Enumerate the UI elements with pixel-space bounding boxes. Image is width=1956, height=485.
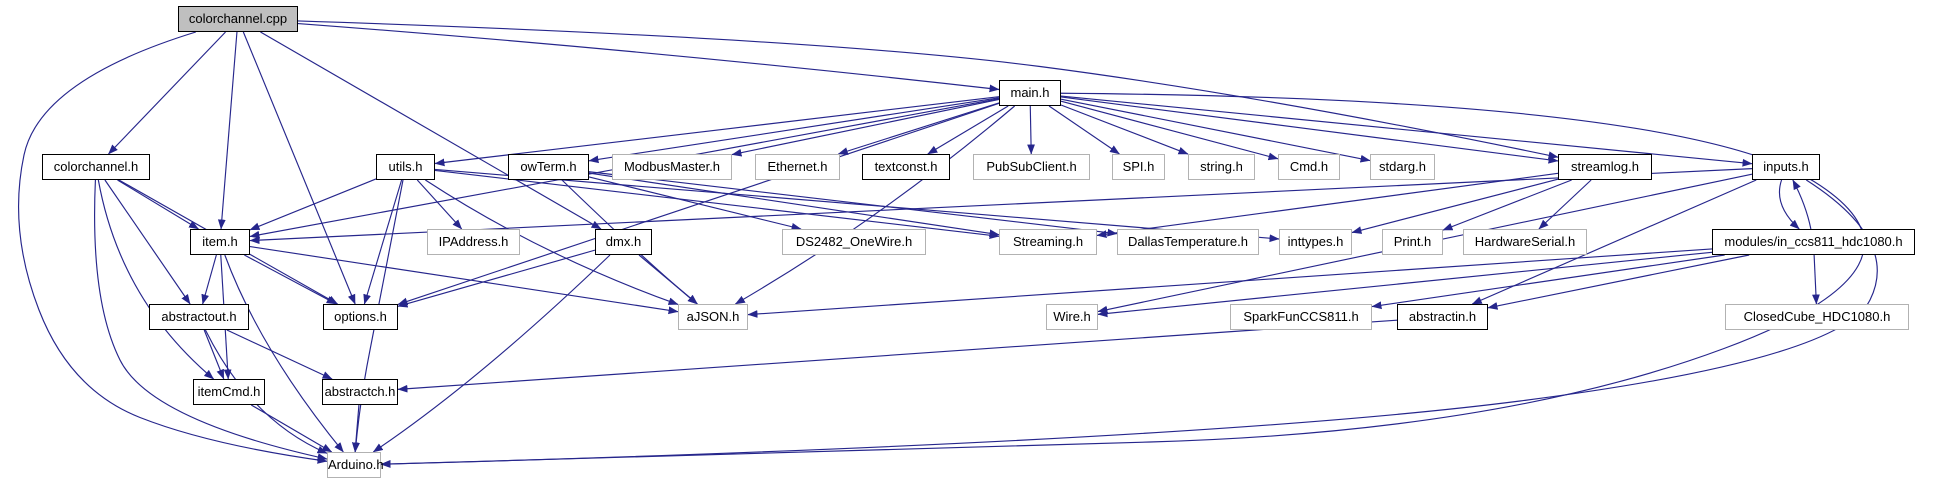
- graph-node-dmx[interactable]: dmx.h: [595, 229, 652, 255]
- edge-abstractout-to-abstractch: [226, 329, 333, 380]
- edge-main-to-modbusmaster: [731, 98, 1000, 157]
- graph-node-colorchannel_cpp: colorchannel.cpp: [178, 6, 298, 32]
- graph-node-inputs[interactable]: inputs.h: [1752, 154, 1820, 180]
- graph-node-ipaddress: IPAddress.h: [427, 229, 520, 255]
- edge-modules_ccs811-to-sparkfun: [1371, 254, 1725, 310]
- edge-dmx-to-options: [397, 249, 596, 308]
- edge-inputs-to-arduino: [380, 179, 1878, 468]
- edge-item-to-abstractout: [201, 254, 217, 305]
- edge-owterm-to-dallas: [588, 171, 1118, 237]
- edge-colorchannel_h-to-item: [117, 179, 199, 230]
- graph-node-cmd: Cmd.h: [1278, 154, 1340, 180]
- graph-node-owterm[interactable]: owTerm.h: [508, 154, 589, 180]
- edge-main-to-string: [1060, 104, 1189, 155]
- edge-owterm-to-streaming: [588, 172, 1000, 238]
- graph-node-textconst[interactable]: textconst.h: [862, 154, 950, 180]
- edge-abstractch-to-arduino: [351, 404, 360, 453]
- edge-streamlog-to-print: [1442, 179, 1572, 231]
- graph-node-main[interactable]: main.h: [999, 80, 1061, 106]
- edge-utils-to-inttypes: [434, 168, 1280, 243]
- graph-node-colorchannel_h[interactable]: colorchannel.h: [42, 154, 150, 180]
- edge-main-to-spi: [1048, 105, 1120, 155]
- edge-colorchannel_cpp-to-streamlog: [297, 20, 1559, 160]
- edge-colorchannel_cpp-to-options: [242, 31, 356, 305]
- graph-node-item[interactable]: item.h: [190, 229, 250, 255]
- edge-main-to-textconst: [927, 105, 1009, 155]
- graph-node-utils[interactable]: utils.h: [376, 154, 435, 180]
- graph-node-spi: SPI.h: [1112, 154, 1165, 180]
- edge-itemcmd-to-arduino: [250, 404, 333, 453]
- edge-item-to-arduino: [224, 254, 344, 453]
- graph-node-closedcube: ClosedCube_HDC1080.h: [1725, 304, 1909, 330]
- edge-owterm-to-ds2482: [588, 176, 802, 231]
- graph-node-arduino: Arduino.h: [327, 452, 384, 478]
- graph-node-ajson: aJSON.h: [678, 304, 748, 330]
- edge-streamlog-to-streaming: [1096, 172, 1559, 238]
- edge-colorchannel_h-to-arduino: [94, 179, 328, 461]
- edge-modules_ccs811-to-closedcube: [1812, 254, 1820, 305]
- edge-colorchannel_cpp-to-main: [297, 22, 1000, 93]
- graph-node-modules_ccs811[interactable]: modules/in_ccs811_hdc1080.h: [1712, 229, 1915, 255]
- graph-node-modbusmaster: ModbusMaster.h: [612, 154, 732, 180]
- edge-utils-to-options: [363, 179, 403, 305]
- graph-node-string: string.h: [1188, 154, 1255, 180]
- edge-main-to-inputs: [1060, 95, 1753, 167]
- edge-colorchannel_cpp-to-arduino: [18, 31, 328, 464]
- graph-node-streaming: Streaming.h: [999, 229, 1097, 255]
- edge-abstractin-to-abstractch: [397, 319, 1398, 393]
- edge-colorchannel_cpp-to-item: [217, 31, 238, 230]
- graph-node-abstractch[interactable]: abstractch.h: [322, 379, 398, 405]
- edge-item-to-options: [244, 254, 337, 305]
- edge-main-to-ethernet: [837, 102, 1000, 155]
- graph-node-inttypes: inttypes.h: [1279, 229, 1352, 255]
- edge-abstractout-to-arduino: [204, 329, 328, 454]
- graph-node-options[interactable]: options.h: [323, 304, 398, 330]
- edge-modules_ccs811-to-inputs: [1792, 179, 1812, 230]
- edge-colorchannel_h-to-itemcmd: [97, 179, 214, 380]
- edge-main-to-cmd: [1060, 100, 1279, 161]
- edge-main-to-owterm: [588, 97, 1000, 164]
- edge-inputs-to-abstractin: [1471, 179, 1757, 305]
- edge-item-to-ajson: [249, 245, 679, 315]
- edge-modules_ccs811-to-abstractin: [1487, 254, 1750, 310]
- graph-node-itemcmd[interactable]: itemCmd.h: [193, 379, 265, 405]
- edge-inputs-to-item: [249, 168, 1753, 245]
- edge-streamlog-to-inttypes: [1351, 178, 1559, 234]
- edge-dmx-to-ajson: [638, 254, 698, 305]
- edge-utils-to-item: [249, 178, 377, 231]
- edge-dmx-to-arduino: [372, 254, 611, 453]
- edge-streamlog-to-hwserial: [1538, 179, 1592, 230]
- edge-modules_ccs811-to-ajson: [747, 248, 1713, 318]
- edge-inputs-to-modules_ccs811: [1778, 179, 1800, 230]
- graph-node-wire: Wire.h: [1046, 304, 1098, 330]
- graph-node-dallas: DallasTemperature.h: [1117, 229, 1259, 255]
- edge-main-to-arduino: [380, 92, 1865, 468]
- graph-node-abstractin[interactable]: abstractin.h: [1397, 304, 1488, 330]
- graph-node-print: Print.h: [1382, 229, 1443, 255]
- graph-node-ethernet: Ethernet.h: [755, 154, 840, 180]
- edge-main-to-pubsubclient: [1027, 105, 1035, 155]
- edge-utils-to-ipaddress: [416, 179, 463, 230]
- graph-node-hwserial: HardwareSerial.h: [1463, 229, 1587, 255]
- graph-node-ds2482: DS2482_OneWire.h: [782, 229, 926, 255]
- graph-node-sparkfun: SparkFunCCS811.h: [1230, 304, 1372, 330]
- graph-node-pubsubclient: PubSubClient.h: [973, 154, 1090, 180]
- edge-utils-to-arduino: [352, 179, 404, 453]
- edge-main-to-utils: [434, 96, 1000, 167]
- graph-node-streamlog[interactable]: streamlog.h: [1558, 154, 1652, 180]
- graph-node-stdarg: stdarg.h: [1370, 154, 1435, 180]
- edge-main-to-stdarg: [1060, 98, 1371, 163]
- edge-colorchannel_cpp-to-colorchannel_h: [108, 31, 226, 155]
- edge-utils-to-ajson: [425, 179, 679, 305]
- edge-abstractout-to-itemcmd: [203, 329, 225, 380]
- edge-modules_ccs811-to-wire: [1097, 251, 1713, 318]
- edge-main-to-streamlog: [1060, 96, 1559, 164]
- edge-colorchannel_cpp-to-dmx: [260, 31, 602, 230]
- edge-main-to-ajson: [734, 105, 1016, 305]
- edge-utils-to-streaming: [434, 169, 1000, 240]
- graph-node-abstractout[interactable]: abstractout.h: [149, 304, 249, 330]
- edge-colorchannel_h-to-abstractout: [104, 179, 191, 305]
